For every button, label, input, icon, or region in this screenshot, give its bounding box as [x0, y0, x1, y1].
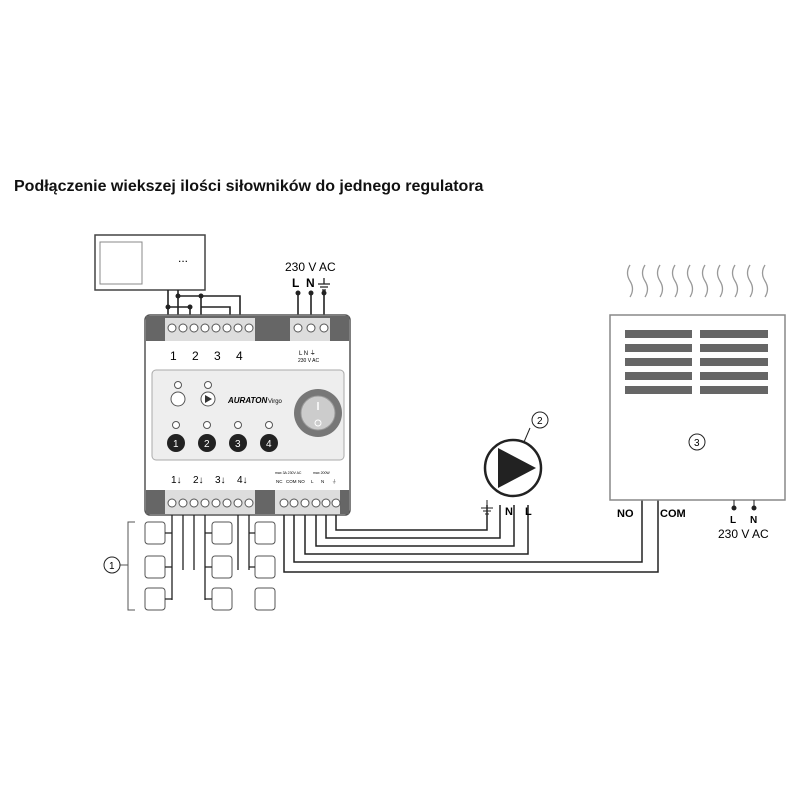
actuators-callout: 1 [109, 561, 115, 572]
channel-3-button[interactable]: 3 [229, 421, 247, 453]
supply-L-label: L [292, 276, 299, 290]
heater-supply-label: 230 V AC [718, 527, 769, 541]
heater-COM-label: COM [660, 508, 686, 520]
device-relay_terms-0-label: NC [276, 479, 283, 484]
device-relay_terms-4-label: N [321, 479, 324, 484]
heater-L-label: L [730, 515, 736, 526]
device-channels-1-label: 2 [204, 439, 210, 450]
ground-icon [481, 500, 493, 515]
device-bottom_numbers-2-label: 3↓ [215, 475, 226, 486]
device-relay_terms-2-label: NO [298, 479, 305, 484]
device-relay_terms-1-label: COM [286, 479, 297, 484]
device-bottom_numbers-3-label: 4↓ [237, 475, 248, 486]
device-top_numbers-1-label: 2 [192, 349, 199, 363]
channel-4-button[interactable]: 4 [260, 421, 278, 453]
device-channels-3-label: 4 [266, 439, 272, 450]
ground-icon [318, 278, 330, 291]
device-top_supply_sub-label: 230 V AC [298, 358, 320, 364]
device-channels-0-label: 1 [173, 439, 179, 450]
channel-buttons: 1 2 3 4 [167, 421, 278, 453]
channel-2-button[interactable]: 2 [198, 421, 216, 453]
device-top_numbers-3-label: 4 [236, 349, 243, 363]
device-top_supply_label-label: L N ⏚ [299, 350, 316, 357]
thermostat-dots-label: ... [178, 251, 188, 265]
pump: 2 N L [481, 411, 549, 518]
play-button[interactable] [200, 381, 216, 407]
device-relay_terms-3-label: L [311, 479, 314, 484]
thermostat: ... [94, 234, 206, 291]
supply-label: 230 V AC [285, 260, 336, 274]
power-button[interactable] [170, 381, 186, 407]
pump-callout-label: 2 [537, 416, 543, 427]
output-wires [283, 500, 659, 573]
device-bottom_numbers-0-label: 1↓ [171, 475, 182, 486]
page-title: Podłączenie wiekszej ilości siłowników d… [14, 178, 484, 195]
device-channels-2-label: 3 [235, 439, 241, 450]
heater: 3 NO COM L N 230 V AC [609, 264, 786, 541]
auraton-virgo-controller: 1 2 3 4 L N ⏚ 230 V AC AURATON Virgo 1 2… [144, 314, 351, 516]
device-relay_max-label: max 3A 230V AC [275, 471, 302, 475]
pump-N-label: N [505, 506, 513, 518]
device-top_numbers-2-label: 3 [214, 349, 221, 363]
device-pump_max-label: max 200W [313, 471, 330, 475]
brand-logo: AURATON [227, 396, 267, 405]
device-top_numbers-0-label: 1 [170, 349, 177, 363]
device-relay_terms-5-label: ⏚ [332, 478, 337, 484]
channel-1-button[interactable]: 1 [167, 421, 185, 453]
heater-NO-label: NO [617, 508, 634, 520]
device-model-label: Virgo [268, 399, 283, 405]
pump-L-label: L [525, 506, 532, 518]
heater-callout-label: 3 [694, 438, 700, 449]
device-bottom_numbers-1-label: 2↓ [193, 475, 204, 486]
heater-N-label: N [750, 515, 757, 526]
rocker-switch[interactable] [294, 389, 342, 437]
actuators [103, 515, 276, 611]
supply-N-label: N [306, 276, 315, 290]
